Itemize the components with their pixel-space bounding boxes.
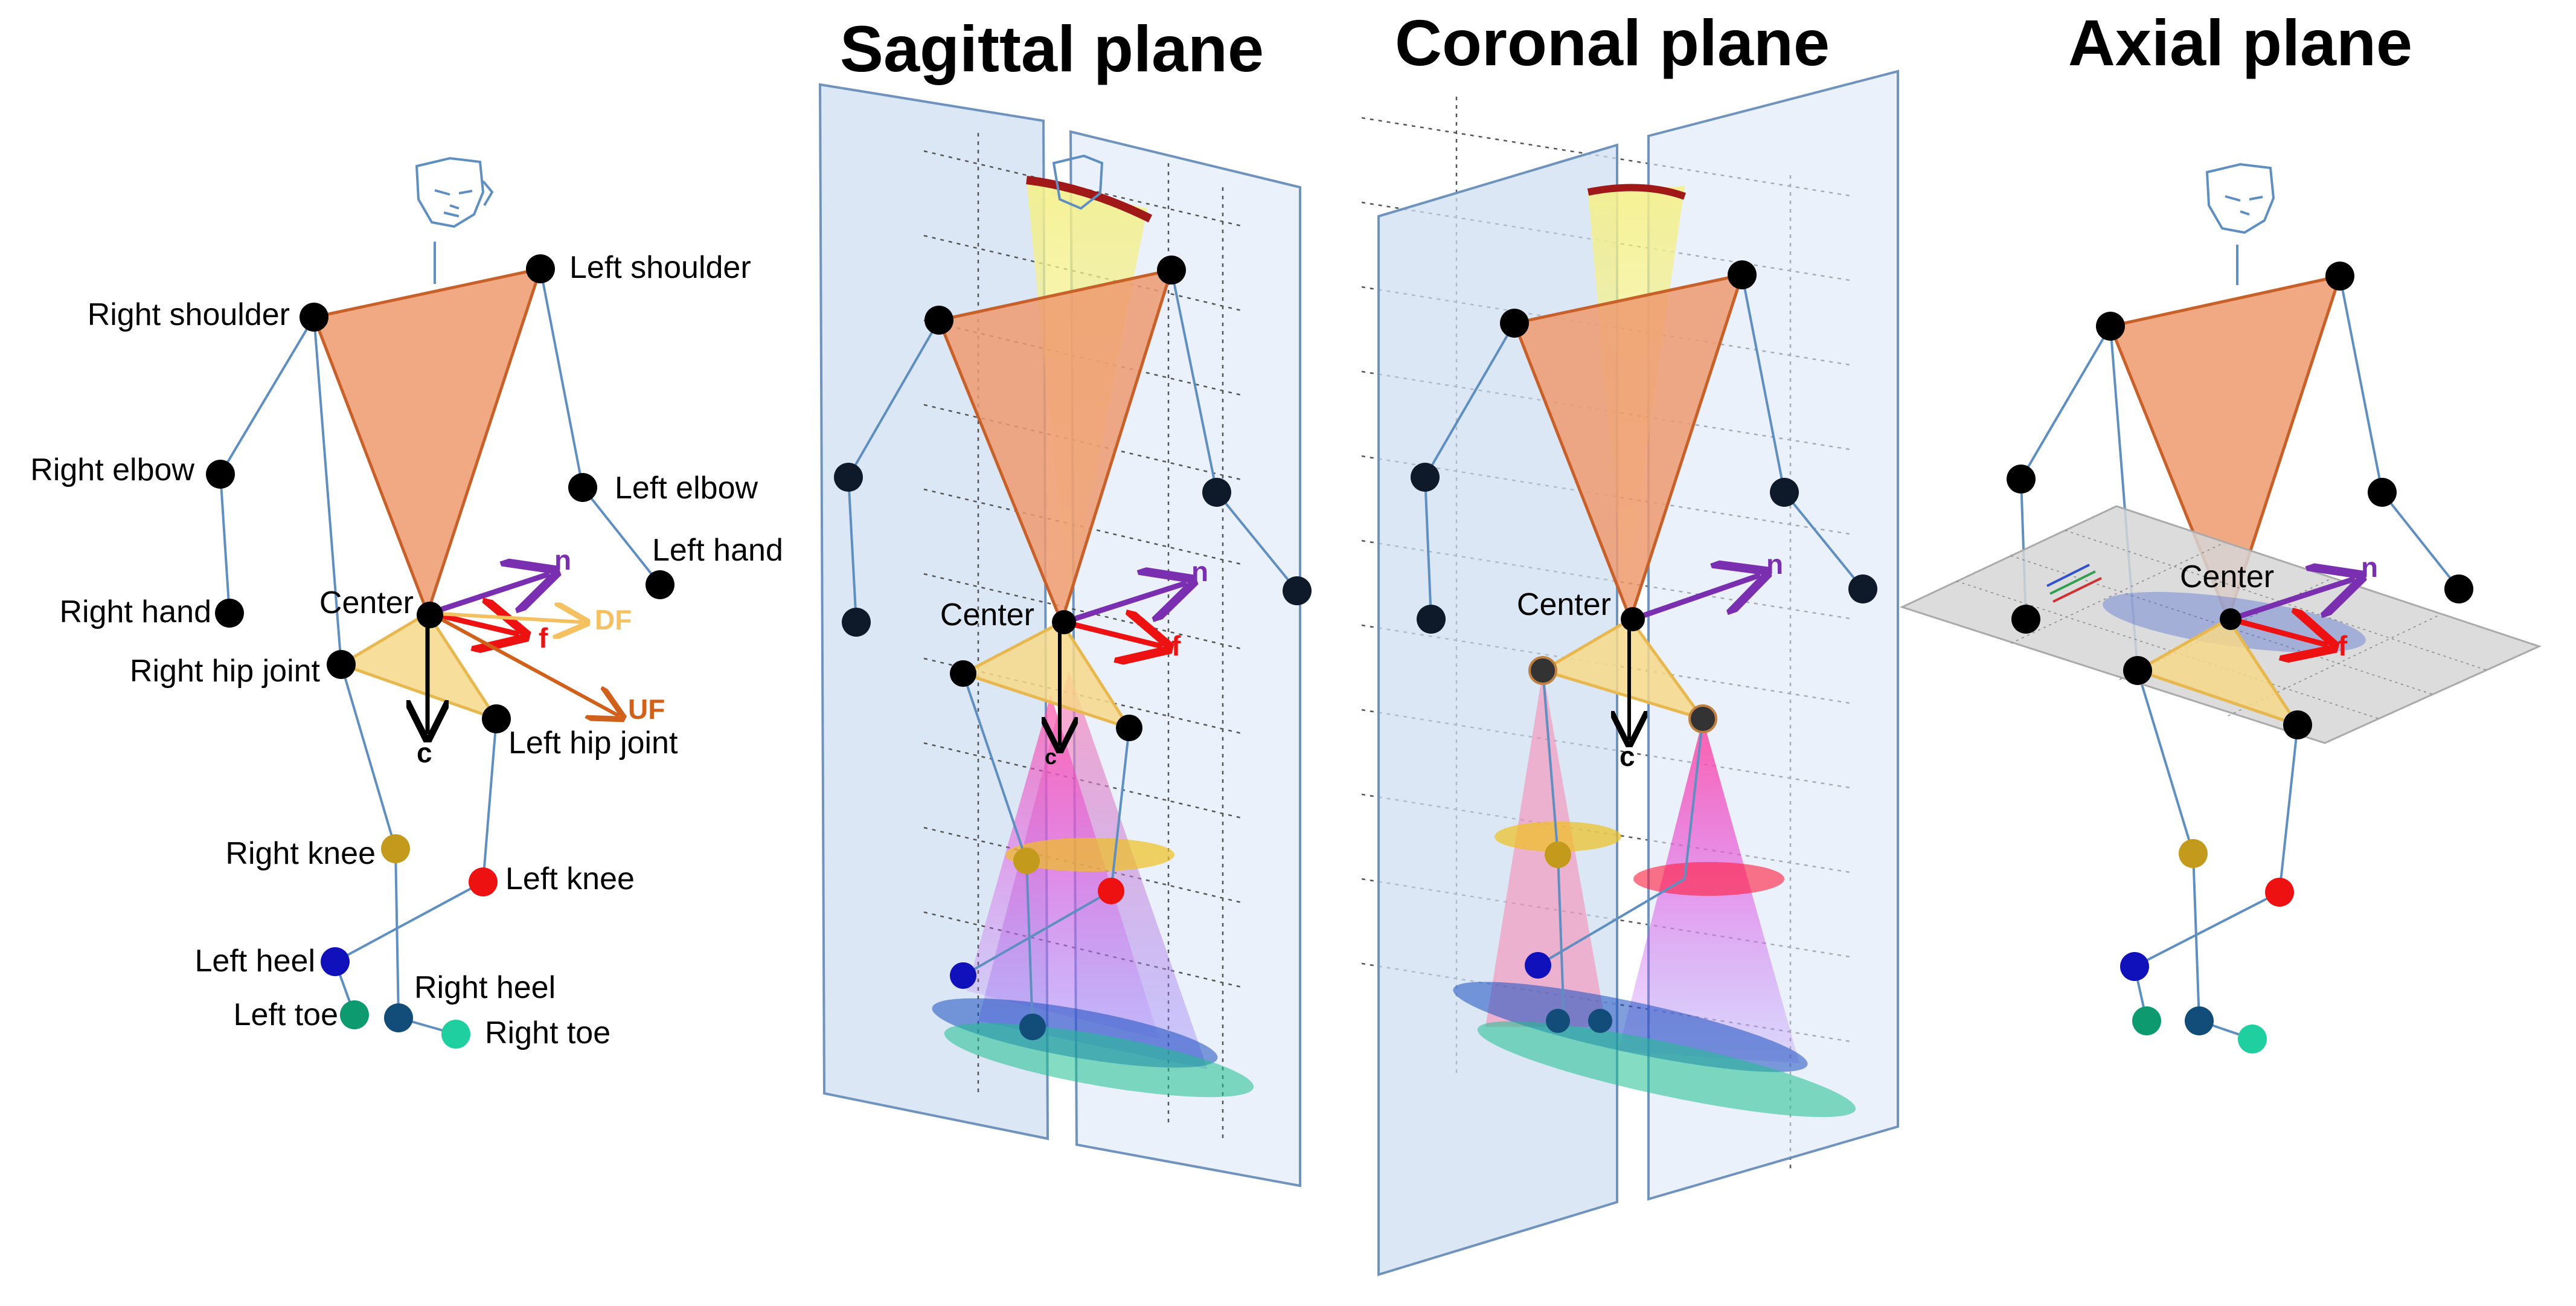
joint-left-hand — [646, 570, 674, 599]
coronal-head-arc — [1587, 184, 1687, 200]
vector-n-label: n — [554, 544, 571, 576]
axial-plane-title: Axial plane — [2068, 6, 2412, 79]
joint-left-toe — [340, 1000, 369, 1029]
sagittal-panel: n f c Center — [818, 83, 1312, 1188]
coronal-panel: n c Center — [1361, 69, 1899, 1276]
label-right-shoulder: Right shoulder — [88, 297, 290, 332]
vector-f-label: f — [539, 622, 548, 654]
label-left-knee: Left knee — [505, 861, 635, 896]
sagittal-plane-title: Sagittal plane — [840, 12, 1264, 85]
sagittal-center-label: Center — [940, 597, 1034, 632]
joint-right-shoulder — [300, 303, 328, 332]
joint-right-knee — [381, 834, 410, 863]
joint-left-elbow — [568, 473, 597, 502]
sagittal-f-label: f — [1171, 630, 1181, 661]
axial-n-label: n — [2361, 552, 2378, 583]
sagittal-lower-triangle — [959, 620, 1133, 731]
sagittal-joint-markers — [834, 256, 1312, 1040]
coronal-foot-cloud-green — [1477, 1021, 1856, 1118]
label-right-elbow: Right elbow — [30, 452, 194, 487]
coronal-center-label: Center — [1517, 587, 1611, 622]
joint-left-shoulder — [526, 254, 555, 283]
axial-bones — [2020, 275, 2460, 1040]
coronal-normal-arrow — [1632, 575, 1760, 622]
axial-head-icon — [2205, 162, 2275, 285]
label-left-toe: Left toe — [234, 997, 338, 1032]
axial-forward-arrow — [2229, 619, 2328, 645]
label-right-hand: Right hand — [59, 594, 211, 629]
sagittal-normal-arrow — [1063, 583, 1187, 625]
vector-df-label: DF — [595, 604, 632, 635]
coronal-upper-triangle — [1512, 272, 1745, 624]
sagittal-forward-arrow — [1063, 622, 1162, 646]
joint-left-knee — [469, 867, 498, 896]
joint-left-hip — [482, 704, 511, 733]
coronal-knee-band-right — [1495, 822, 1621, 852]
axial-joint-markers — [2007, 262, 2473, 1053]
label-left-heel: Left heel — [195, 944, 316, 979]
axial-panel: n f Center — [1899, 162, 2542, 1053]
head-icon — [415, 156, 494, 284]
axial-upper-triangle — [2108, 274, 2342, 624]
coronal-joint-markers — [1411, 260, 1877, 1033]
label-left-shoulder: Left shoulder — [569, 250, 751, 285]
axial-center-label: Center — [2180, 559, 2274, 594]
skeleton-panel-labeled: n f DF UF c Right shoulder Left shoulder… — [30, 156, 783, 1050]
sagittal-bones — [847, 269, 1298, 1028]
coronal-bones — [1424, 274, 1864, 1021]
vector-uf-label: UF — [628, 693, 665, 725]
axial-plane-legend — [2046, 564, 2102, 603]
joint-right-hand — [215, 599, 244, 628]
label-right-heel: Right heel — [414, 970, 556, 1005]
coronal-foot-cloud-blue — [1453, 982, 1808, 1072]
label-left-hip: Left hip joint — [508, 725, 678, 761]
sagittal-knee-band — [1005, 838, 1174, 872]
axial-f-label: f — [2338, 630, 2348, 661]
axial-lower-triangle — [2133, 617, 2302, 728]
coronal-knee-band-left — [1633, 862, 1784, 896]
sagittal-c-label: c — [1045, 744, 1057, 769]
label-right-toe: Right toe — [485, 1015, 610, 1050]
df-vector-arrow — [429, 613, 583, 622]
label-right-knee: Right knee — [225, 836, 376, 871]
joint-right-elbow — [206, 460, 235, 489]
sagittal-foot-cloud-green — [944, 1023, 1254, 1098]
sagittal-grid — [923, 133, 1245, 1142]
sagittal-n-label: n — [1191, 556, 1208, 587]
coronal-c-label: c — [1620, 741, 1635, 772]
axial-normal-arrow — [2229, 579, 2355, 622]
sagittal-head-arc — [1026, 176, 1153, 223]
joint-right-hip — [327, 650, 356, 679]
label-center: Center — [319, 585, 414, 620]
uf-vector-arrow — [429, 611, 619, 716]
hip-center-triangle — [338, 611, 501, 722]
joint-right-toe — [441, 1020, 470, 1049]
shoulder-center-triangle — [312, 266, 543, 618]
vector-c-label: c — [417, 737, 432, 768]
coronal-plane-title: Coronal plane — [1395, 6, 1830, 79]
label-left-hand: Left hand — [652, 533, 783, 568]
sagittal-head-icon — [1052, 154, 1104, 210]
label-right-hip: Right hip joint — [130, 654, 321, 689]
joint-right-heel — [384, 1003, 413, 1032]
joint-markers — [206, 254, 674, 1049]
coronal-n-label: n — [1766, 548, 1783, 580]
forward-vector-arrow — [429, 613, 519, 634]
joint-center — [417, 602, 443, 628]
normal-vector-arrow — [429, 574, 549, 616]
vector-arrows — [428, 574, 619, 734]
sagittal-upper-triangle — [937, 268, 1174, 627]
joint-left-heel — [321, 947, 350, 976]
label-left-elbow: Left elbow — [615, 471, 758, 506]
coronal-lower-triangle — [1539, 617, 1707, 722]
